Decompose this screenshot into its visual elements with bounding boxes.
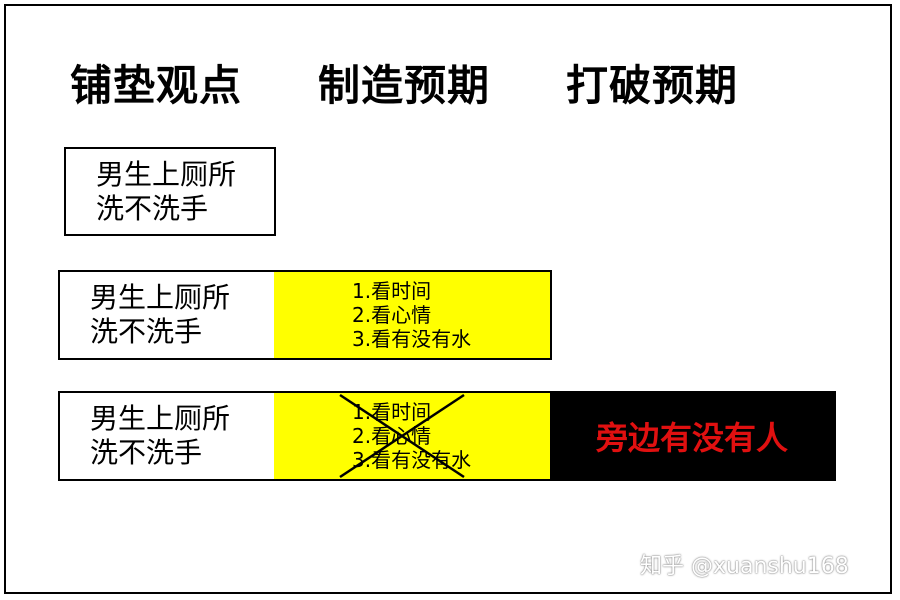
expectation-item: 3.看有没有水 (352, 327, 472, 351)
diagram-frame (4, 4, 892, 594)
watermark: 知乎 @xuanshu168 (640, 554, 849, 579)
expectation-item: 3.看有没有水 (352, 448, 472, 472)
twist-text: 旁边有没有人 (595, 419, 788, 457)
stage-3-row: 男生上厕所 洗不洗手 1.看时间 2.看心情 3.看有没有水 旁边有没有人 (58, 391, 836, 481)
stage-1-row: 男生上厕所 洗不洗手 (64, 147, 276, 236)
expectation-item: 2.看心情 (352, 303, 432, 327)
heading-setup: 铺垫观点 (70, 61, 243, 110)
expectation-item: 1.看时间 (352, 279, 432, 303)
heading-break-expectation: 打破预期 (566, 61, 739, 110)
topic-line-2: 洗不洗手 (90, 315, 203, 348)
stage-1-topic-box: 男生上厕所 洗不洗手 (66, 149, 274, 234)
stage-2-row: 男生上厕所 洗不洗手 1.看时间 2.看心情 3.看有没有水 (58, 270, 552, 360)
stage-3-topic-box: 男生上厕所 洗不洗手 (60, 393, 274, 479)
expectation-item: 1.看时间 (352, 400, 432, 424)
stage-2-topic-box: 男生上厕所 洗不洗手 (60, 272, 274, 358)
stage-3-twist-box: 旁边有没有人 (550, 393, 834, 479)
stage-2-expectation-box: 1.看时间 2.看心情 3.看有没有水 (274, 272, 550, 358)
topic-line-2: 洗不洗手 (96, 191, 209, 225)
topic-line-2: 洗不洗手 (90, 436, 203, 469)
heading-build-expectation: 制造预期 (318, 61, 491, 110)
topic-line-1: 男生上厕所 (90, 281, 231, 314)
expectation-item: 2.看心情 (352, 424, 432, 448)
topic-line-1: 男生上厕所 (90, 402, 231, 435)
stage-3-crossed-expectation-box: 1.看时间 2.看心情 3.看有没有水 (274, 393, 550, 479)
topic-line-1: 男生上厕所 (96, 157, 237, 191)
